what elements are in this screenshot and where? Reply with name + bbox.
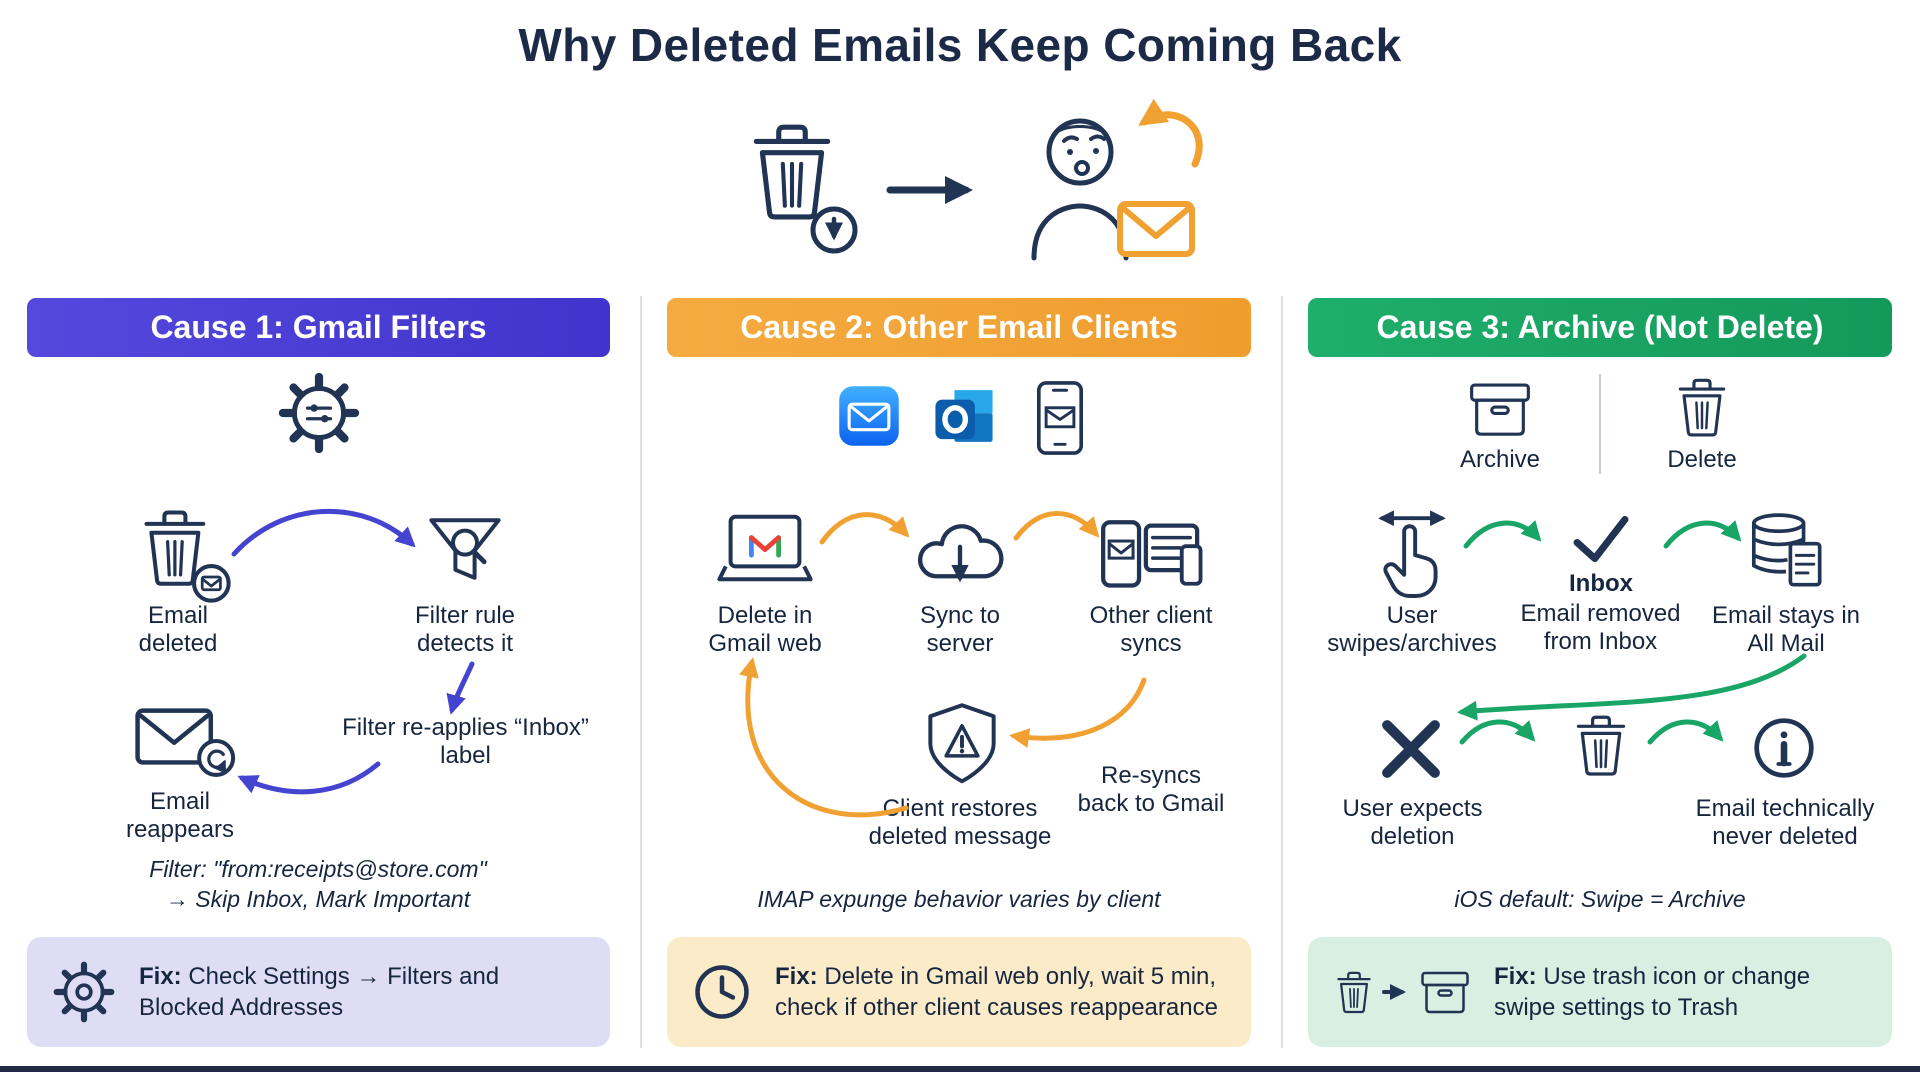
laptop-gmail-icon: [717, 514, 813, 582]
mail-restore-icon: [135, 708, 236, 777]
fix-box-cause2: Fix: Delete in Gmail web only, wait 5 mi…: [667, 937, 1251, 1047]
arrow-deleted-to-filter: [231, 508, 416, 557]
cause3-header: Cause 3: Archive (Not Delete): [1308, 298, 1892, 357]
arrow-trash-to-info: [1647, 719, 1724, 745]
shield-alert-icon: [928, 703, 996, 784]
arrow-server-to-client: [1013, 511, 1100, 541]
filter-example-line1: Filter: "from:receipts@store.com": [149, 856, 487, 882]
gear-filter-icon: [278, 372, 360, 454]
fix-box-cause3: Fix: Use trash icon or change swipe sett…: [1308, 937, 1892, 1047]
allmail-db-icon: [1751, 513, 1822, 587]
imap-note: IMAP expunge behavior varies by client: [757, 886, 1161, 912]
fix-label: Fix:: [1494, 962, 1537, 990]
legend-archive-label: Archive: [1459, 446, 1541, 473]
ios-note: iOS default: Swipe = Archive: [1454, 886, 1746, 912]
step-label: Delete in Gmail web: [708, 602, 822, 658]
fix-text-cause1: Fix: Check Settings → Filters and Blocke…: [139, 962, 500, 1021]
step-label: Filter re-applies “Inbox” label: [342, 714, 589, 770]
x-icon: [1382, 720, 1440, 778]
step-label: Email technically never deleted: [1695, 795, 1875, 851]
step-label: Re-syncs back to Gmail: [1077, 762, 1225, 818]
legend-delete-label: Delete: [1667, 446, 1737, 473]
archive-box-icon: [1470, 383, 1530, 436]
step-label: User swipes/archives: [1327, 602, 1497, 658]
bottom-border: [0, 1066, 1920, 1072]
step-label: User expects deletion: [1342, 795, 1483, 851]
phone-mail-icon: [1036, 381, 1084, 455]
cloud-sync-icon: [918, 524, 1004, 583]
trash-mail-icon: [136, 505, 231, 603]
filter-example-line2: → Skip Inbox, Mark Important: [165, 886, 471, 912]
arrow-filter-to-reapply: [446, 661, 475, 715]
arrow-allmail-to-expects: [1457, 653, 1807, 721]
trash-to-archive-icon: [1334, 969, 1470, 1015]
clock-icon: [695, 965, 749, 1019]
page-title: Why Deleted Emails Keep Coming Back: [518, 19, 1402, 71]
trash-icon: [1337, 971, 1371, 1014]
step-label: Email removed from Inbox: [1520, 600, 1681, 656]
arrow-client-to-restore: [1009, 677, 1147, 748]
swipe-hand-icon: [1378, 510, 1446, 598]
trash-icon: [1678, 378, 1726, 437]
cause2-header: Cause 2: Other Email Clients: [667, 298, 1251, 357]
fix-text-cause2: Fix: Delete in Gmail web only, wait 5 mi…: [775, 962, 1218, 1021]
check-icon: [1573, 515, 1629, 563]
arrow-swipe-to-inbox: [1463, 520, 1542, 549]
outlook-icon: [935, 390, 993, 442]
step-label: Sync to server: [919, 602, 1001, 658]
fix-text-cause3: Fix: Use trash icon or change swipe sett…: [1494, 962, 1811, 1021]
gear-icon: [53, 961, 115, 1023]
fix-label: Fix:: [775, 962, 818, 990]
arrow-right-icon: [1382, 984, 1406, 1000]
archive-box-icon: [1421, 971, 1469, 1014]
funnel-search-icon: [429, 518, 501, 580]
column-divider: [640, 296, 642, 1048]
cause1-header: Cause 1: Gmail Filters: [27, 298, 610, 357]
devices-sync-icon: [1101, 520, 1203, 588]
fix-box-cause1: Fix: Check Settings → Filters and Blocke…: [27, 937, 610, 1047]
step-label: Client restores deleted message: [868, 795, 1052, 851]
step-label: Email deleted: [138, 602, 218, 658]
arrow-right-icon: [886, 176, 973, 204]
trash-delete-icon: [742, 118, 858, 254]
arrow-expects-to-trash: [1459, 719, 1536, 745]
fix-label: Fix:: [139, 962, 182, 990]
arrow-web-to-server: [819, 512, 910, 545]
column-divider: [1281, 296, 1283, 1048]
legend-divider: [1599, 374, 1601, 474]
apple-mail-icon: [839, 386, 899, 446]
info-icon: [1754, 718, 1814, 778]
surprised-person-mail-icon: [1031, 98, 1203, 261]
arrow-inbox-to-allmail: [1663, 520, 1742, 549]
step-label-inbox: Inbox: [1569, 570, 1633, 597]
trash-icon: [1576, 715, 1626, 776]
arrow-reapply-to-reappears: [237, 761, 381, 795]
step-label: Other client syncs: [1089, 602, 1213, 658]
step-label: Email stays in All Mail: [1711, 602, 1861, 658]
step-label: Filter rule detects it: [414, 602, 516, 658]
arrow-restore-to-web: [739, 657, 909, 818]
step-label: Email reappears: [125, 788, 235, 844]
